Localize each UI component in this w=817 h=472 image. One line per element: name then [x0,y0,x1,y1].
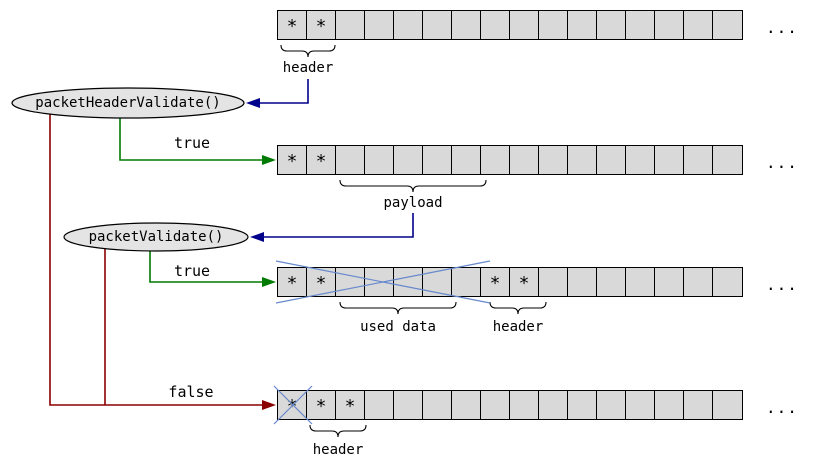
header-underbrace-row4 [309,424,367,438]
byte-cell [481,11,510,39]
byte-cell [684,391,713,419]
payload-underbrace-row2 [339,179,487,193]
payload-label-row2: payload [383,195,443,211]
header-to-validator-arrowhead [246,98,260,108]
byte-cell [539,268,568,296]
payload-to-validator-arrowhead [250,232,264,242]
byte-cell [713,268,742,296]
used-data-label-row3: used data [360,319,436,335]
byte-cell [423,391,452,419]
byte-cell [452,268,481,296]
byte-cell: * [278,391,307,419]
packet-validate-label: packetValidate() [88,229,224,245]
byte-cell [423,268,452,296]
byte-array-row-1: ** [277,10,743,40]
byte-cell [539,391,568,419]
byte-cell [684,146,713,174]
byte-cell: * [510,268,539,296]
byte-cell: * [307,268,336,296]
byte-cell [510,146,539,174]
byte-cell [568,146,597,174]
true-arrowhead-2 [262,277,276,287]
byte-cell [713,146,742,174]
byte-cell [713,391,742,419]
byte-cell [452,391,481,419]
byte-cell [452,146,481,174]
row-ellipsis-2: ... [766,153,798,172]
byte-cell [336,146,365,174]
header-label-row4: header [312,442,364,458]
byte-cell [365,391,394,419]
header-label-row3: header [492,319,544,335]
byte-cell [713,11,742,39]
byte-cell [365,146,394,174]
byte-cell [423,146,452,174]
byte-cell [597,11,626,39]
byte-cell: * [278,11,307,39]
payload-to-validator-line [264,213,414,238]
byte-cell [510,391,539,419]
byte-cell [684,268,713,296]
byte-cell [336,11,365,39]
byte-cell [539,11,568,39]
header-to-validator-line [260,79,309,104]
byte-cell [684,11,713,39]
byte-cell [365,268,394,296]
byte-cell: * [336,391,365,419]
byte-cell [597,391,626,419]
byte-cell [655,11,684,39]
byte-cell: * [307,146,336,174]
header-underbrace-row1 [280,44,336,58]
byte-cell [626,268,655,296]
byte-array-row-2: ** [277,145,743,175]
byte-cell [394,146,423,174]
byte-cell [510,11,539,39]
byte-cell [568,11,597,39]
byte-cell [626,11,655,39]
byte-array-row-4: *** [277,390,743,420]
byte-cell [394,268,423,296]
byte-cell: * [307,11,336,39]
byte-cell: * [307,391,336,419]
true-label-1: true [173,134,211,152]
false-label: false [168,383,214,401]
false-branch-line [49,113,262,406]
byte-cell [597,146,626,174]
byte-cell: * [278,146,307,174]
header-underbrace-row3 [489,301,547,315]
byte-cell [626,391,655,419]
false-arrowhead [262,400,276,410]
byte-cell [568,268,597,296]
byte-cell: * [481,268,510,296]
byte-cell [568,391,597,419]
byte-cell [365,11,394,39]
byte-cell: * [278,268,307,296]
byte-cell [394,11,423,39]
byte-cell [452,11,481,39]
byte-cell [655,146,684,174]
true-label-2: true [173,262,211,280]
byte-cell [539,146,568,174]
byte-cell [655,268,684,296]
byte-cell [481,146,510,174]
true-arrowhead-1 [262,155,276,165]
byte-cell [626,146,655,174]
row-ellipsis-4: ... [766,398,798,417]
byte-array-row-3: **** [277,267,743,297]
byte-cell [655,391,684,419]
byte-cell [481,391,510,419]
row-ellipsis-3: ... [766,275,798,294]
row-ellipsis-1: ... [766,18,798,37]
header-label-row1: header [282,60,334,76]
packet-header-validate-label: packetHeaderValidate() [35,95,221,111]
byte-cell [336,268,365,296]
used-data-underbrace-row3 [339,301,457,315]
byte-cell [423,11,452,39]
byte-cell [597,268,626,296]
byte-cell [394,391,423,419]
